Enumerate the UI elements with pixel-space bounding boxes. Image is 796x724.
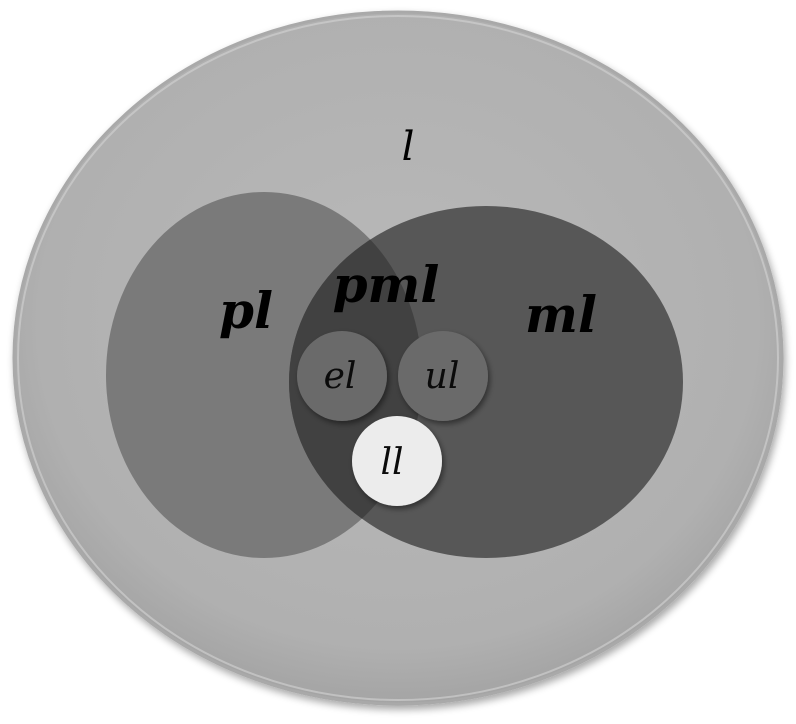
set-el bbox=[297, 331, 387, 421]
label-el: el bbox=[324, 356, 357, 397]
set-ul bbox=[398, 331, 488, 421]
label-ul: ul bbox=[425, 356, 460, 397]
universe-rim-highlight bbox=[17, 15, 779, 701]
label-ml: ml bbox=[525, 285, 597, 344]
label-ll: ll bbox=[380, 442, 403, 483]
label-l: l bbox=[402, 124, 415, 170]
label-pml: pml bbox=[333, 255, 440, 314]
label-pl: pl bbox=[219, 281, 273, 340]
set-ll bbox=[352, 416, 442, 506]
